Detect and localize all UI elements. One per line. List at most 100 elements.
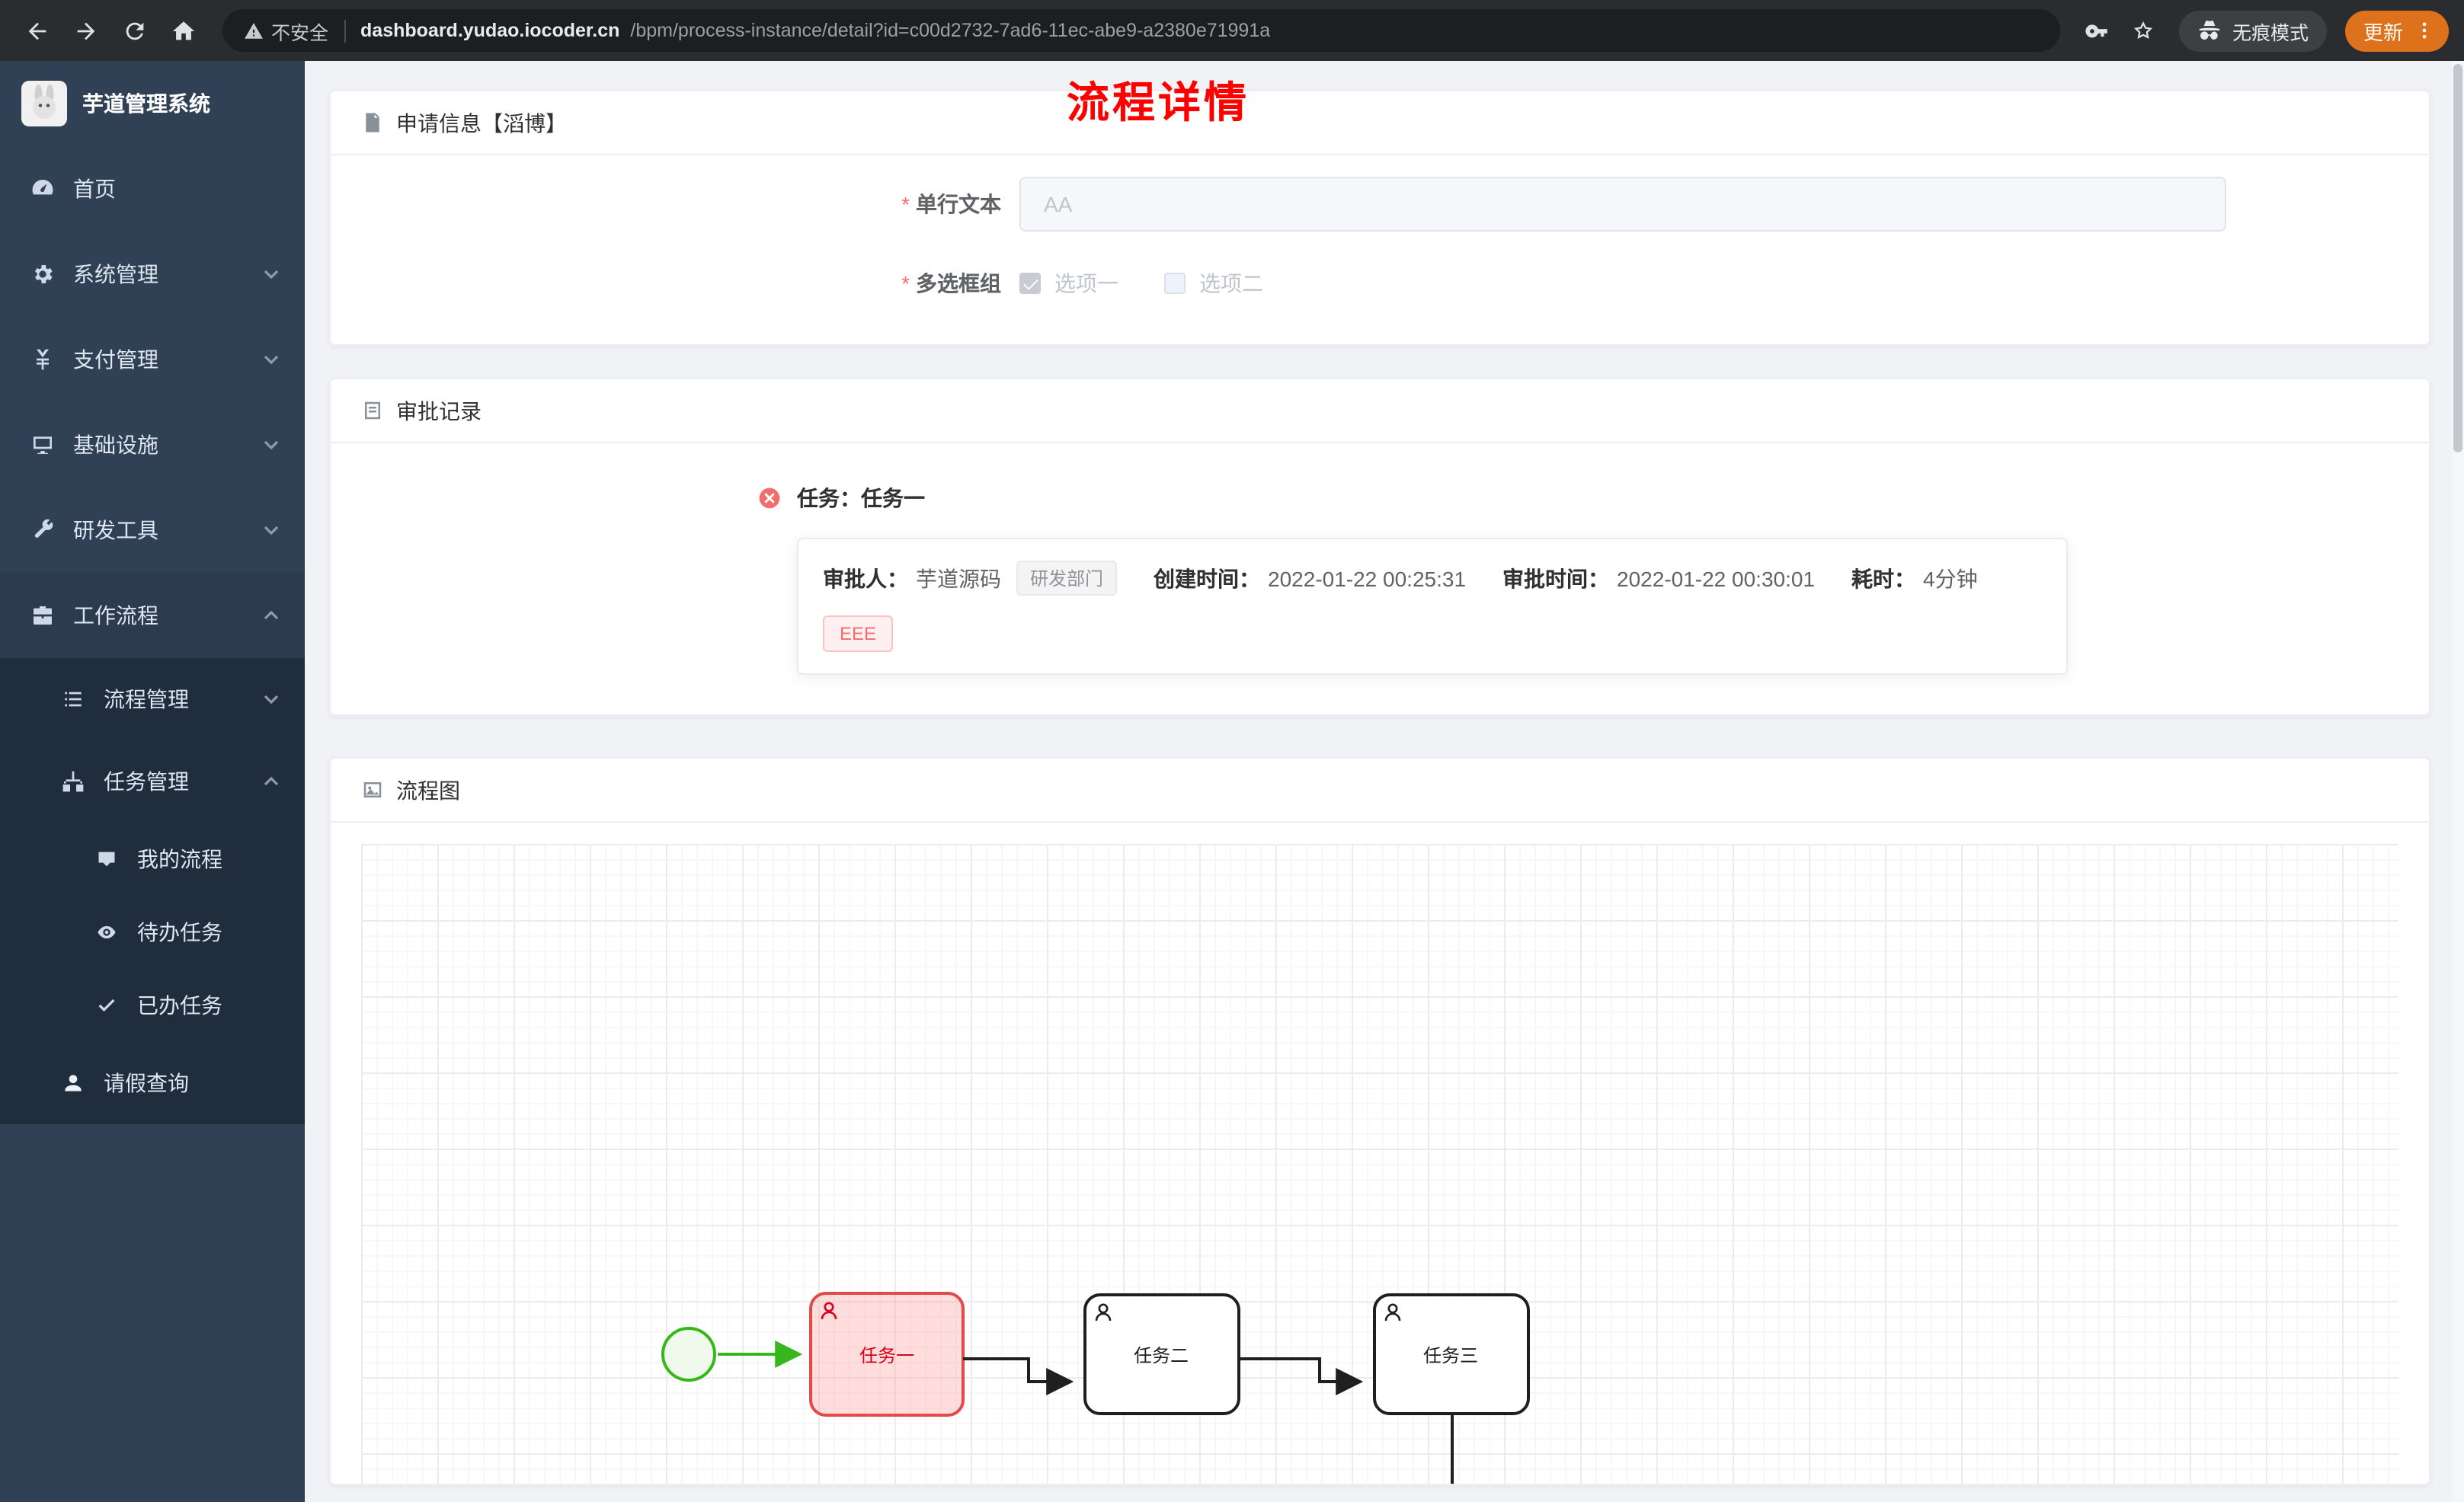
sidebar-item-label: 我的流程 xyxy=(137,847,222,871)
bpmn-task-label: 任务一 xyxy=(859,1346,914,1366)
card-title: 申请信息【滔博】 xyxy=(396,110,567,135)
form-row-checkbox-group: *多选框组 选项一 选项二 xyxy=(331,268,2429,299)
forward-button[interactable] xyxy=(64,9,107,52)
password-key-icon[interactable] xyxy=(2078,11,2118,50)
home-button[interactable] xyxy=(162,9,204,52)
workflow-submenu: 流程管理 任务管理 我的流程 xyxy=(0,658,305,1124)
monitor-icon xyxy=(30,433,55,457)
approval-records-header: 审批记录 xyxy=(331,379,2429,443)
sidebar-item-pending-tasks[interactable]: 待办任务 xyxy=(0,896,305,969)
security-chip[interactable]: 不安全 xyxy=(244,16,328,45)
url-host: dashboard.yudao.iocoder.cn xyxy=(360,20,620,41)
sidebar-item-label: 工作流程 xyxy=(73,603,158,628)
update-button[interactable]: 更新 xyxy=(2344,10,2449,51)
create-time: 2022-01-22 00:25:31 xyxy=(1268,566,1467,590)
menu-dots-icon xyxy=(2422,22,2427,39)
bpmn-flow-task2-to-task3 xyxy=(1239,1357,1364,1395)
page-title: 流程详情 xyxy=(1066,79,1250,126)
record-icon xyxy=(361,399,384,422)
app-logo xyxy=(21,81,67,126)
main-content: 流程详情 申请信息【滔博】 *单行文本 *多选框组 xyxy=(305,61,2452,1502)
chevron-up-icon xyxy=(262,772,280,791)
sidebar: 芋道管理系统 首页 系统管理 支付管理 xyxy=(0,61,305,1502)
bookmark-star-icon[interactable] xyxy=(2124,11,2164,50)
done-tasks-icon xyxy=(94,993,119,1018)
bpmn-svg: 任务一 任务二 xyxy=(661,1292,1530,1484)
bpmn-task-1[interactable]: 任务一 xyxy=(809,1292,965,1417)
diagram-body: 任务一 任务二 xyxy=(331,823,2429,1484)
chevron-down-icon xyxy=(262,265,280,283)
sidebar-item-label: 流程管理 xyxy=(104,687,189,711)
bpmn-canvas[interactable]: 任务一 任务二 xyxy=(361,844,2398,1484)
wrench-icon xyxy=(30,518,55,542)
sidebar-item-devtools[interactable]: 研发工具 xyxy=(0,487,305,573)
security-label: 不安全 xyxy=(271,22,329,43)
browser-toolbar: 不安全 dashboard.yudao.iocoder.cn/bpm/proce… xyxy=(0,0,2464,61)
eye-icon xyxy=(94,920,119,944)
approval-records-card: 审批记录 任务：任务一 审批人： 芋道源码 研发部门 xyxy=(329,378,2430,716)
diagram-icon xyxy=(361,778,384,801)
bpmn-task-3[interactable]: 任务三 xyxy=(1373,1293,1530,1415)
url-path: /bpm/process-instance/detail?id=c00d2732… xyxy=(630,20,1271,41)
update-label: 更新 xyxy=(2363,21,2403,43)
user-task-icon xyxy=(1384,1303,1401,1321)
sidebar-item-my-processes[interactable]: 我的流程 xyxy=(0,823,305,896)
required-star: * xyxy=(901,192,910,216)
app-title: 芋道管理系统 xyxy=(82,91,210,116)
user-task-icon xyxy=(1095,1303,1112,1321)
timeline-item-head: 任务：任务一 xyxy=(757,483,2398,513)
comment-tag: EEE xyxy=(823,615,894,652)
sidebar-item-payment[interactable]: 支付管理 xyxy=(0,317,305,402)
duration-pair: 耗时： 4分钟 xyxy=(1851,563,1978,593)
sidebar-item-label: 请假查询 xyxy=(104,1071,189,1095)
sidebar-item-home[interactable]: 首页 xyxy=(0,146,305,232)
chevron-down-icon xyxy=(262,690,280,708)
process-diagram-card: 流程图 xyxy=(329,757,2430,1485)
briefcase-icon xyxy=(30,603,55,628)
approver-name: 芋道源码 xyxy=(916,566,1001,590)
application-info-header: 申请信息【滔博】 xyxy=(331,91,2429,155)
required-star: * xyxy=(901,271,910,296)
card-title: 审批记录 xyxy=(396,398,482,423)
gear-icon xyxy=(30,262,55,286)
sidebar-item-done-tasks[interactable]: 已办任务 xyxy=(0,969,305,1042)
dashboard-icon xyxy=(30,177,55,201)
checkbox-label: 选项一 xyxy=(1054,271,1118,296)
sidebar-item-label: 待办任务 xyxy=(137,920,222,944)
checkbox-icon xyxy=(1019,273,1041,294)
task-title: 任务：任务一 xyxy=(797,486,925,510)
person-icon xyxy=(61,1071,85,1095)
duration: 4分钟 xyxy=(1923,566,1978,590)
sidebar-item-system[interactable]: 系统管理 xyxy=(0,232,305,317)
sidebar-item-leave-query[interactable]: 请假查询 xyxy=(0,1042,305,1124)
sidebar-item-label: 支付管理 xyxy=(73,347,158,372)
sidebar-item-label: 已办任务 xyxy=(137,993,222,1018)
tree-icon xyxy=(61,769,85,794)
sidebar-item-process-management[interactable]: 流程管理 xyxy=(0,658,305,740)
reload-button[interactable] xyxy=(113,9,155,52)
chevron-up-icon xyxy=(262,606,280,625)
scrollbar-thumb[interactable] xyxy=(2453,64,2462,452)
approval-detail-row: 审批人： 芋道源码 研发部门 创建时间： 2022-01-22 00:25:31… xyxy=(823,561,2042,596)
scrollbar[interactable] xyxy=(2452,61,2464,1502)
address-bar[interactable]: 不安全 dashboard.yudao.iocoder.cn/bpm/proce… xyxy=(222,9,2060,52)
application-form: *单行文本 *多选框组 选项一 选项二 xyxy=(331,155,2429,344)
chevron-down-icon xyxy=(262,436,280,454)
dept-tag: 研发部门 xyxy=(1016,561,1118,596)
bpmn-task-2[interactable]: 任务二 xyxy=(1083,1293,1240,1415)
sidebar-item-workflow[interactable]: 工作流程 xyxy=(0,573,305,658)
incognito-label: 无痕模式 xyxy=(2232,22,2309,43)
sidebar-item-task-management[interactable]: 任务管理 xyxy=(0,740,305,823)
document-icon xyxy=(361,111,384,134)
approve-time: 2022-01-22 00:30:01 xyxy=(1617,566,1816,590)
sidebar-item-infrastructure[interactable]: 基础设施 xyxy=(0,402,305,487)
rejected-status-icon xyxy=(757,486,782,510)
field-label: *多选框组 xyxy=(901,271,1001,296)
bpmn-task-label: 任务二 xyxy=(1134,1346,1189,1366)
bpmn-task-label: 任务三 xyxy=(1423,1346,1478,1366)
back-button[interactable] xyxy=(15,9,58,52)
bpmn-start-event[interactable] xyxy=(661,1327,716,1382)
sidebar-item-label: 首页 xyxy=(73,177,116,201)
divider xyxy=(344,19,346,42)
